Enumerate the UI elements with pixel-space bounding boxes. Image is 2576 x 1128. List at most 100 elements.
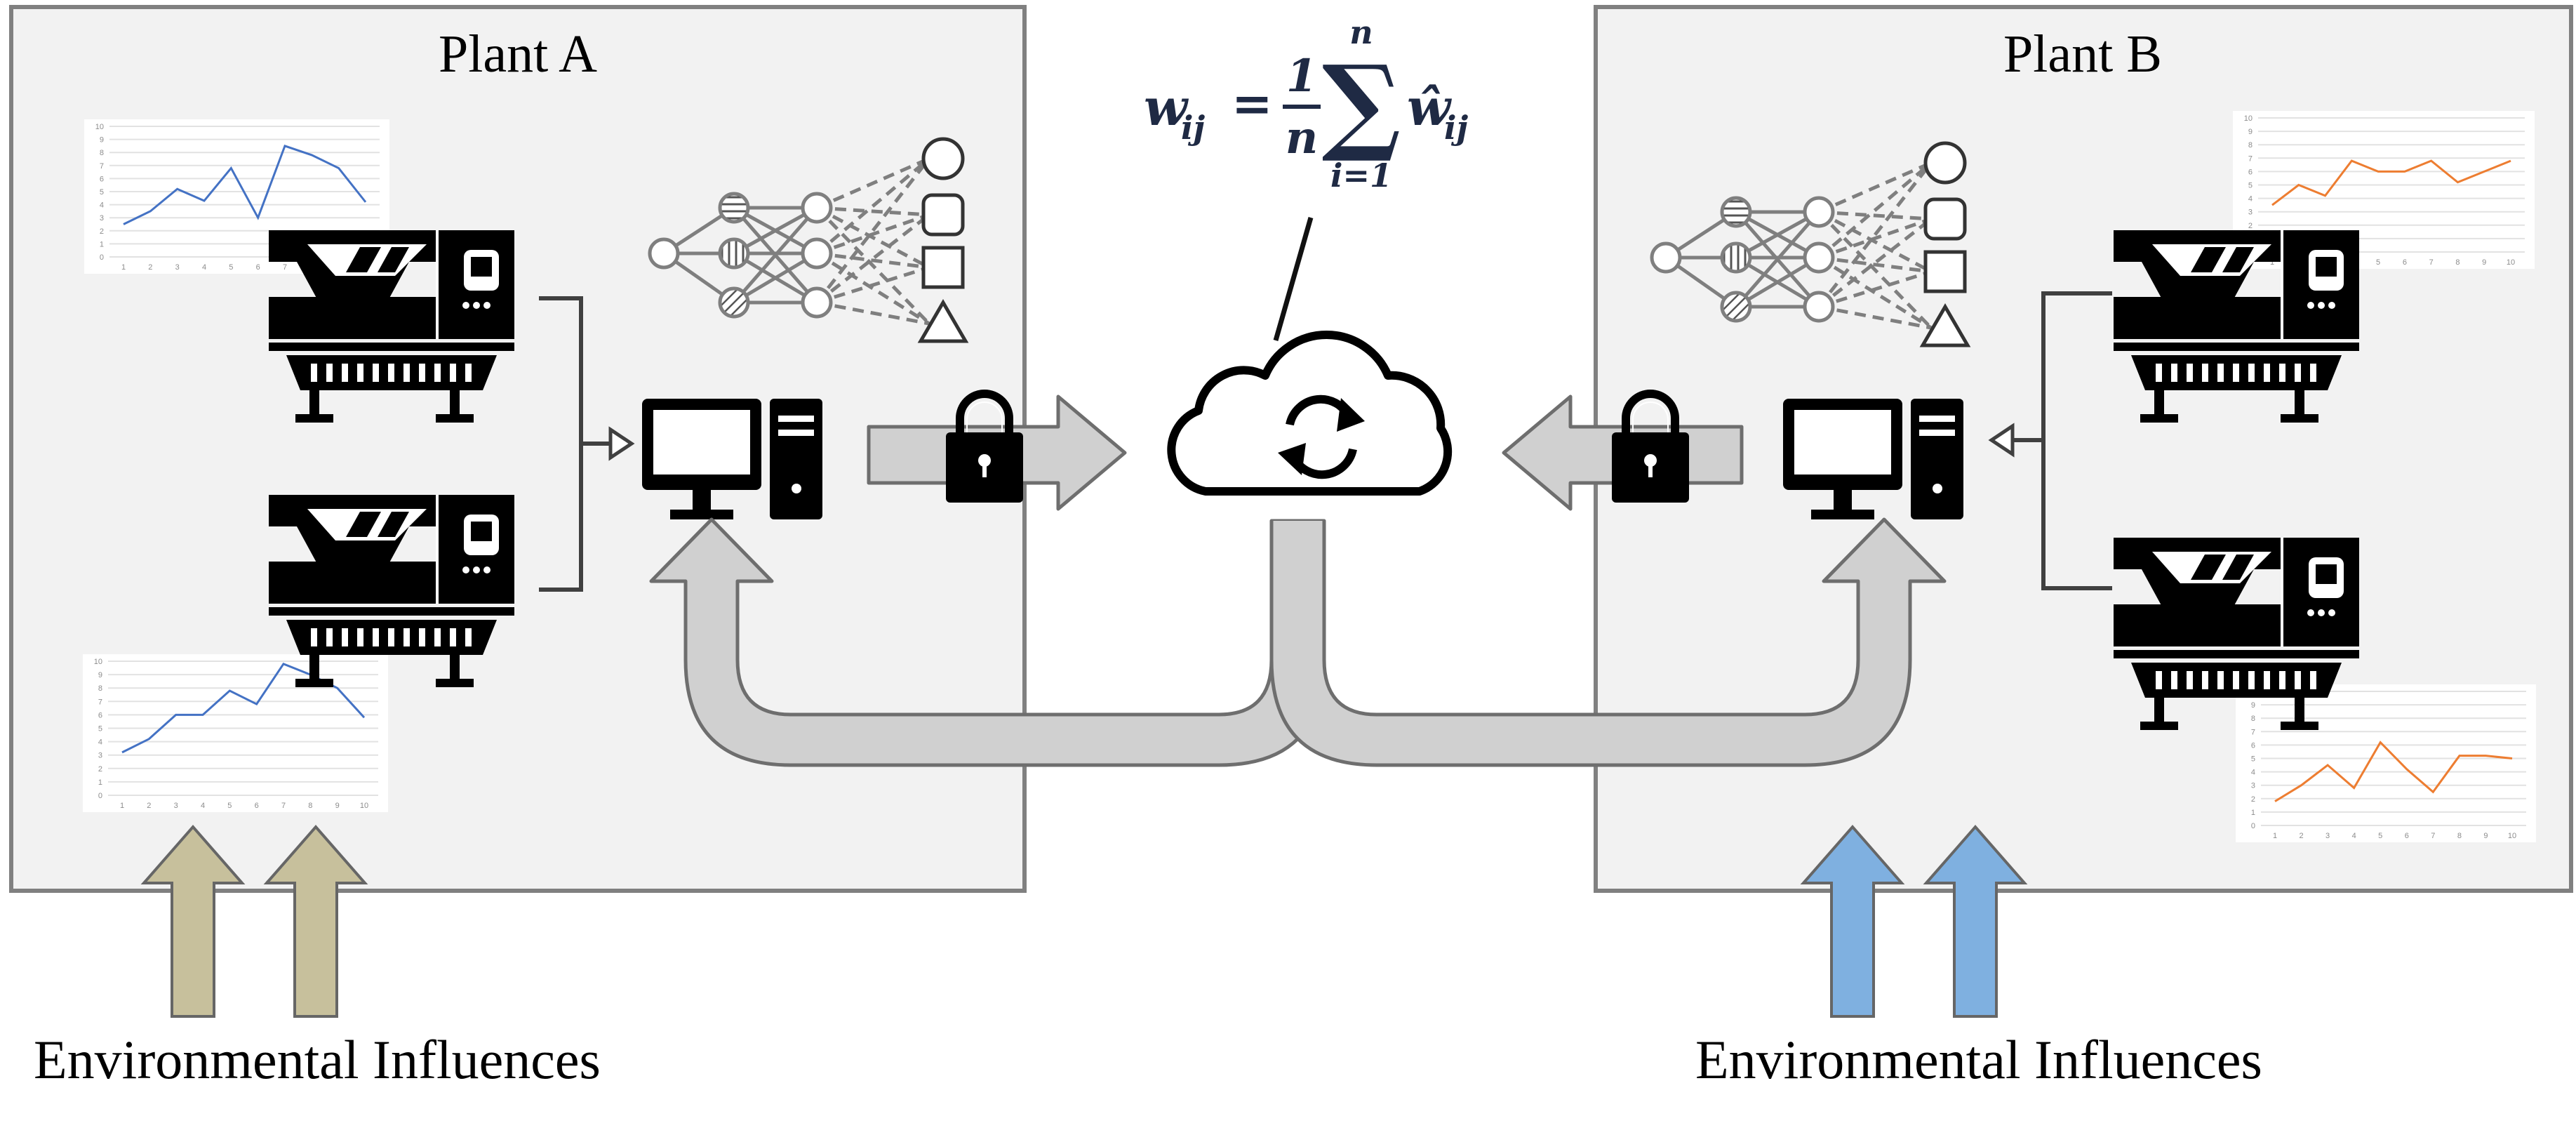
plant-b-sensor-chart-bottom-x-tick: 9 [2483,832,2488,840]
formula-lhs-subscript: ij [1181,109,1205,147]
plant-b-sensor-chart-top-x-tick: 7 [2429,258,2434,267]
plant-b-sensor-chart-top-y-tick: 6 [2248,168,2253,176]
plant-a-title: Plant A [439,25,597,84]
plant-a-sensor-chart-top-x-tick: 4 [202,263,206,272]
plant-a-machine-bracket [539,296,635,592]
plant-a-sensor-chart-bottom-x-tick: 8 [308,802,312,810]
plant-b-sensor-chart-bottom-x-tick: 7 [2431,832,2435,840]
formula-fraction-numerator: 1 [1286,50,1318,102]
plant-b-sensor-chart-top-x-tick: 9 [2482,258,2486,267]
plant-a-sensor-chart-top-y-tick: 6 [100,175,104,183]
plant-b-sensor-chart-bottom-x-tick: 8 [2457,832,2462,840]
formula-term: ŵ [1407,77,1453,137]
plant-b-sensor-chart-top-y-tick: 7 [2248,154,2253,163]
plant-a-sensor-chart-top-y-tick: 3 [100,214,104,223]
plant-a-sensor-chart-top-x-tick: 7 [283,263,287,272]
plant-b-sensor-chart-top-y-tick: 2 [2248,222,2253,230]
plant-a-sensor-chart-top-y-tick: 5 [100,188,104,197]
formula-sum-symbol: ∑ [1322,42,1401,166]
right-environment-label: Environmental Influences [1695,1029,2262,1090]
formula-equals: = [1232,74,1273,133]
formula-term-subscript: ij [1444,109,1468,147]
plant-b-sensor-chart-bottom-x-tick: 10 [2508,832,2516,840]
plant-b-sensor-chart-top-x-tick: 6 [2403,258,2407,267]
plant-b-sensor-chart-bottom-x-tick: 3 [2325,832,2330,840]
cloud-to-plant-a-arrow [649,517,1326,767]
plant-b-sensor-chart-top-y-tick: 9 [2248,128,2253,136]
plant-a-sensor-chart-top-x-tick: 6 [256,263,260,272]
plant-a-sensor-chart-bottom-y-tick: 9 [98,671,102,679]
plant-b-sensor-chart-bottom-background [2236,684,2536,842]
plant-a-sensor-chart-bottom-x-tick: 4 [201,802,205,810]
plant-a-sensor-chart-bottom-x-tick: 6 [255,802,259,810]
plant-b-sensor-chart-top-y-tick: 4 [2248,195,2253,204]
plant-a-sensor-chart-bottom-x-tick: 2 [147,802,151,810]
plant-a-sensor-chart-bottom-y-tick: 10 [94,658,102,666]
plant-a-sensor-chart-top-x-tick: 2 [148,263,152,272]
plant-a-sensor-chart-top-series-line [123,145,367,225]
plant-a-sensor-chart-bottom-x-tick: 7 [281,802,286,810]
plant-a-sensor-chart-top-y-tick: 7 [100,162,104,171]
plant-b-sensor-chart-bottom-x-tick: 1 [2273,832,2277,840]
plant-a-sensor-chart-bottom-x-tick: 10 [360,802,368,810]
plant-b-sensor-chart-bottom-y-tick: 1 [2251,809,2255,817]
plant-b-sensor-chart-top-y-tick: 5 [2248,182,2253,190]
plant-b-sensor-chart-top-x-tick: 5 [2376,258,2380,267]
plant-a-sensor-chart-bottom-y-tick: 3 [98,752,102,760]
plant-b-sensor-chart-bottom-x-tick: 2 [2299,832,2303,840]
plant-b-machine-bracket [1988,291,2112,590]
formula-sum-lower-bound: i=1 [1330,157,1392,194]
plant-b-sensor-chart-top-y-tick: 3 [2248,208,2253,217]
plant-a-sensor-chart-top-y-tick: 4 [100,201,104,210]
plant-a-sensor-chart-bottom-x-tick: 5 [227,802,232,810]
plant-b-sensor-chart-bottom-y-tick: 5 [2251,755,2255,764]
plant-a-sensor-chart-bottom-x-tick: 3 [174,802,178,810]
plant-b-sensor-chart-top-y-tick: 10 [2244,114,2253,123]
plant-b-sensor-chart-bottom-y-tick: 7 [2251,728,2255,736]
plant-b-sensor-chart-bottom-y-tick: 9 [2251,701,2255,710]
left-environment-label: Environmental Influences [34,1029,601,1090]
plant-a-sensor-chart-top-x-tick: 3 [175,263,180,272]
plant-b-sensor-chart-bottom-y-tick: 2 [2251,795,2255,804]
plant-a-sensor-chart-top-y-tick: 8 [100,149,104,157]
plant-a-sensor-chart-top-y-tick: 1 [100,240,104,248]
plant-b-sensor-chart-top-x-tick: 1 [2270,258,2274,267]
formula-sum-upper-bound: n [1349,13,1373,51]
plant-a-sensor-chart-bottom-x-tick: 9 [335,802,340,810]
plant-a-sensor-chart-bottom-y-tick: 6 [98,711,102,719]
plant-b-title: Plant B [2003,25,2162,84]
plant-b-sensor-chart-bottom-y-tick: 6 [2251,741,2255,750]
plant-a-sensor-chart-top-x-tick: 5 [229,263,233,272]
plant-b-sensor-chart-bottom-x-tick: 5 [2378,832,2382,840]
aggregation-formula: w ij = 1 n n ∑ i=1 ŵ ij [1144,13,1468,194]
plant-a-sensor-chart-bottom-y-tick: 0 [98,792,102,800]
plant-b-sensor-chart-bottom-x-tick: 6 [2405,832,2409,840]
plant-a-sensor-chart-bottom-y-tick: 2 [98,765,102,774]
plant-b-sensor-chart-bottom-y-tick: 0 [2251,822,2255,830]
plant-a-sensor-chart-bottom-y-tick: 1 [98,778,102,787]
formula-lhs: w [1144,77,1189,137]
plant-a-sensor-chart-top-y-tick: 0 [100,253,104,262]
plant-b-sensor-chart-bottom-series-line [2274,741,2513,802]
plant-b-sensor-chart-top-x-tick: 10 [2507,258,2515,267]
cloud-aggregation-icon [1171,335,1448,491]
plant-a-sensor-chart-top-y-tick: 9 [100,136,104,145]
plant-a-sensor-chart-bottom-y-tick: 4 [98,738,102,747]
formula-fraction-denominator: n [1286,112,1319,164]
plant-a-sensor-chart-bottom-y-tick: 5 [98,725,102,734]
plant-b-sensor-chart-bottom-x-tick: 4 [2352,832,2356,840]
plant-a-sensor-chart-bottom-x-tick: 1 [120,802,124,810]
plant-a-sensor-chart-top-x-tick: 1 [121,263,126,272]
plant-b-sensor-chart-bottom-y-tick: 4 [2251,769,2255,777]
plant-b-sensor-chart-top-x-tick: 8 [2455,258,2460,267]
plant-a-sensor-chart-top-y-tick: 10 [95,123,104,131]
plant-a-sensor-chart-bottom-y-tick: 8 [98,684,102,693]
plant-a-sensor-chart-bottom-y-tick: 7 [98,698,102,706]
plant-b-sensor-chart-top-y-tick: 8 [2248,141,2253,150]
formula-pointer-line [1273,217,1314,341]
plant-a-sensor-chart-top-y-tick: 2 [100,227,104,236]
plant-b-sensor-chart-bottom-y-tick: 8 [2251,715,2255,723]
